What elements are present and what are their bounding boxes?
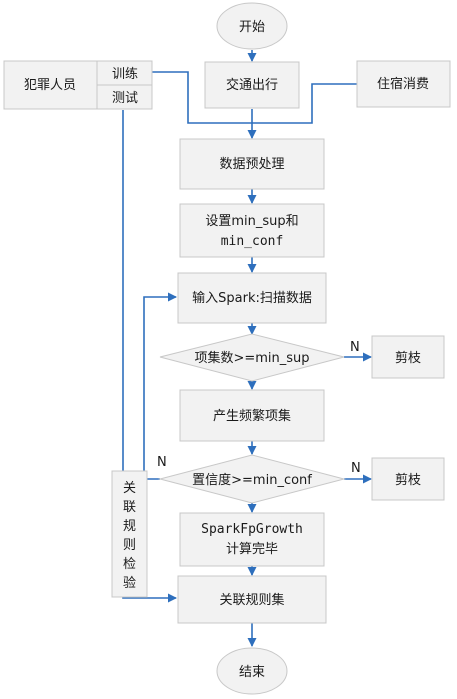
- arrow-test-to-ruleset: [122, 110, 177, 603]
- rule-set-box: 关联规则集: [177, 575, 327, 624]
- prune2-box: 剪枝: [371, 457, 445, 501]
- n-confidence-left-label: N: [157, 455, 167, 470]
- confidence-decision-label: 置信度>=min_conf: [192, 472, 312, 488]
- verify-char-5: 检: [123, 557, 136, 572]
- verify-char-4: 则: [123, 538, 136, 553]
- frequent-items-box: 产生频繁项集: [179, 389, 325, 442]
- confidence-decision: 置信度>=min_conf: [158, 454, 346, 504]
- frequent-items-label: 产生频繁项集: [213, 408, 291, 424]
- arrow-decision2-loop-to-input: [143, 292, 177, 480]
- fpgrowth-box: SparkFpGrowth 计算完毕: [179, 512, 325, 567]
- prune2-label: 剪枝: [395, 472, 421, 488]
- arrow-train-to-preprocess: [152, 71, 257, 139]
- input-spark-label: 输入Spark:扫描数据: [192, 290, 312, 306]
- lodging-label: 住宿消费: [377, 76, 429, 92]
- end-node: 结束: [216, 647, 288, 695]
- prune1-label: 剪枝: [395, 350, 421, 366]
- lodging-box: 住宿消费: [356, 60, 451, 108]
- set-params-label-line1: 设置min_sup和: [205, 214, 298, 229]
- fpgrowth-label-line2: 计算完毕: [226, 542, 278, 557]
- input-spark-box: 输入Spark:扫描数据: [177, 272, 327, 324]
- verify-char-3: 规: [123, 519, 136, 534]
- prune1-box: 剪枝: [371, 335, 445, 379]
- set-params-label-line2: min_conf: [221, 234, 284, 249]
- train-label: 训练: [112, 67, 138, 82]
- verify-char-1: 关: [123, 481, 136, 496]
- set-params-box: 设置min_sup和 min_conf: [179, 203, 325, 258]
- rule-verify-box: 关 联 规 则 检 验: [111, 470, 148, 598]
- fpgrowth-label-line1: SparkFpGrowth: [201, 522, 303, 537]
- preprocess-label: 数据预处理: [219, 157, 284, 172]
- arrow-lodging-to-preprocess: [252, 83, 357, 124]
- start-label: 开始: [239, 20, 265, 35]
- end-label: 结束: [239, 665, 265, 680]
- criminals-box: 犯罪人员 训练 测试: [3, 60, 153, 110]
- support-decision: 项集数>=min_sup: [159, 333, 345, 382]
- connectors: [122, 50, 372, 647]
- criminals-label: 犯罪人员: [24, 78, 76, 93]
- transport-label: 交通出行: [226, 77, 278, 93]
- n-confidence-right-label: N: [351, 461, 361, 476]
- test-label: 测试: [112, 91, 138, 106]
- start-node: 开始: [216, 2, 288, 50]
- verify-char-2: 联: [123, 500, 136, 515]
- verify-char-6: 验: [123, 575, 136, 591]
- n-support-label: N: [350, 340, 360, 355]
- preprocess-box: 数据预处理: [179, 138, 325, 190]
- support-decision-label: 项集数>=min_sup: [194, 350, 309, 366]
- rule-set-label: 关联规则集: [219, 592, 284, 608]
- transport-box: 交通出行: [204, 61, 300, 109]
